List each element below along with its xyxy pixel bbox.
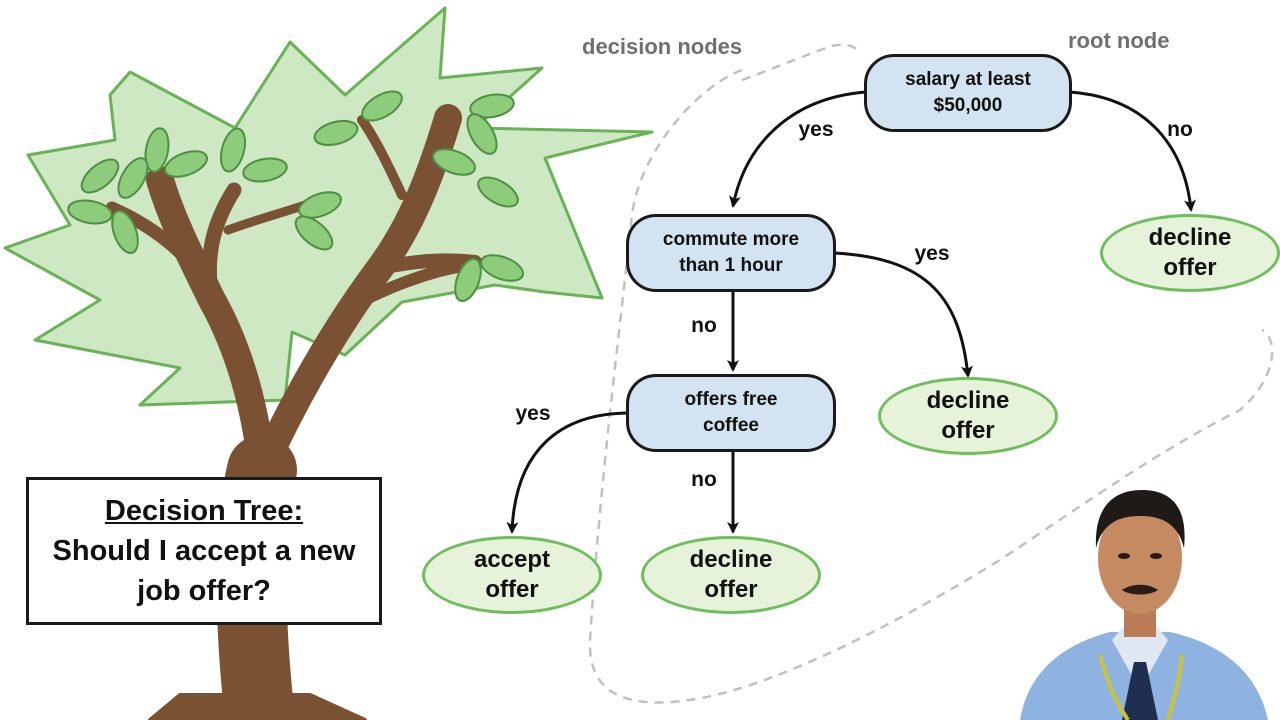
leaf-decline-commute: decline offer bbox=[878, 377, 1058, 455]
edge-label-commute-no: no bbox=[691, 314, 717, 337]
node-coffee-line2: coffee bbox=[703, 415, 759, 436]
title-question-line1: Should I accept a new bbox=[52, 535, 356, 567]
leaf-decline-coffee: decline offer bbox=[641, 536, 821, 614]
edge-label-commute-yes: yes bbox=[914, 242, 950, 265]
decision-nodes-pointer bbox=[741, 43, 862, 82]
leaf-decline-salary-line2: offer bbox=[1163, 254, 1217, 281]
annotation-root-node: root node bbox=[1068, 28, 1170, 53]
edge-commute-yes bbox=[833, 251, 973, 378]
leaf-accept-line2: offer bbox=[485, 576, 539, 603]
leaf-decline-salary-line1: decline bbox=[1148, 224, 1232, 251]
edge-label-salary-yes: yes bbox=[798, 118, 834, 141]
edge-label-coffee-yes: yes bbox=[515, 402, 551, 425]
title-question-line2: job offer? bbox=[137, 575, 271, 607]
title-box: Decision Tree: Should I accept a new job… bbox=[26, 477, 382, 625]
node-coffee-line1: offers free bbox=[684, 389, 778, 410]
leaf-accept: accept offer bbox=[422, 536, 602, 614]
edge-coffee-yes bbox=[506, 411, 631, 534]
node-commute-line2: than 1 hour bbox=[679, 255, 783, 276]
node-coffee: offers free coffee bbox=[626, 374, 836, 452]
edge-label-salary-no: no bbox=[1167, 118, 1193, 141]
leaf-decline-salary: decline offer bbox=[1100, 214, 1280, 292]
tree-illustration bbox=[3, 6, 654, 720]
edge-salary-yes bbox=[729, 90, 867, 208]
node-commute: commute more than 1 hour bbox=[626, 214, 836, 292]
node-commute-line1: commute more bbox=[662, 229, 800, 250]
leaf-decline-commute-line2: offer bbox=[941, 417, 995, 444]
leaf-decline-coffee-line2: offer bbox=[704, 576, 758, 603]
edge-label-coffee-no: no bbox=[691, 468, 717, 491]
title-heading: Decision Tree: bbox=[104, 495, 304, 527]
decision-nodes-region bbox=[588, 68, 1274, 704]
leaf-accept-line1: accept bbox=[473, 546, 551, 573]
annotation-decision-nodes: decision nodes bbox=[582, 34, 743, 59]
node-salary-line1: salary at least bbox=[905, 69, 1031, 90]
node-salary-line2: $50,000 bbox=[933, 95, 1003, 116]
tree-leaves bbox=[67, 90, 525, 303]
node-salary-root: salary at least $50,000 bbox=[864, 54, 1072, 132]
leaf-decline-coffee-line1: decline bbox=[689, 546, 773, 573]
leaf-decline-commute-line1: decline bbox=[926, 387, 1010, 414]
edge-salary-no bbox=[1069, 90, 1196, 212]
